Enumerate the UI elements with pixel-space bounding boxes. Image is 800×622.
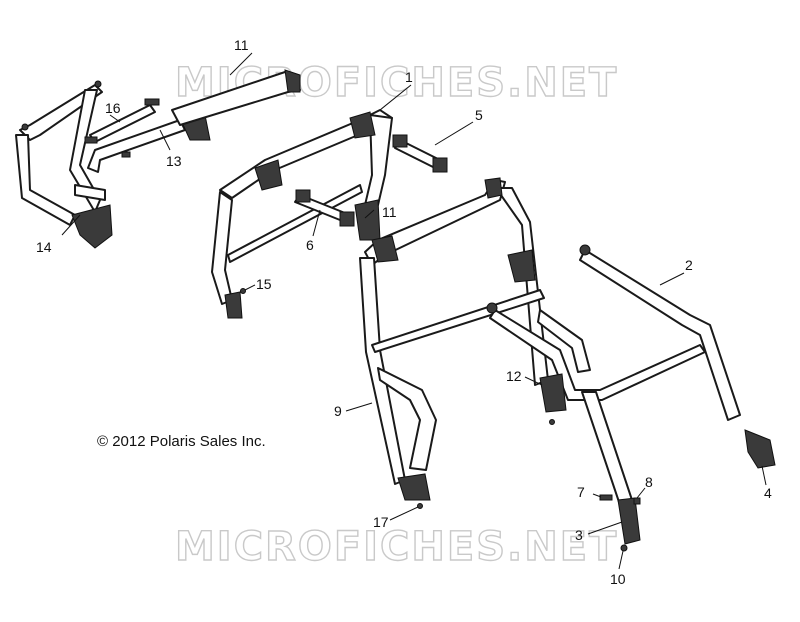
callout-9: 9 [334,403,342,419]
part-15-side-frame [15,80,113,249]
callout-6: 6 [306,237,314,253]
callout-12: 11 [234,37,249,53]
hardware [240,288,641,552]
callout-14: 15 [256,276,272,292]
callout-10: 10 [610,571,626,587]
part-3-leg [581,391,641,545]
callout-8: 8 [645,474,653,490]
callout-2: 2 [685,257,693,273]
callout-17: 16 [105,100,121,116]
copyright-notice: © 2012 Polaris Sales Inc. [97,433,266,450]
callout-1: 1 [405,69,413,85]
callout-15: 14 [36,239,52,255]
callouts: 11 1 5 2 16 13 14 6 11 12 9 15 17 3 7 8 … [36,37,772,587]
callout-4: 4 [764,485,772,501]
part-9-rear-cage [359,177,591,501]
part-12-top-tube [171,69,301,126]
callout-16: 17 [373,514,389,530]
part-11-lower-mount [539,373,567,413]
part-5-brace [392,134,448,173]
leader-lines [61,52,767,570]
part-4-foot-bracket [744,429,776,469]
callout-11-lower: 12 [506,368,522,384]
part-2-side-rail [486,244,741,421]
callout-3: 3 [575,527,583,543]
part-6-cross-brace [294,189,355,227]
callout-13: 13 [166,153,182,169]
part-1-front-cage [211,109,393,319]
callout-5: 5 [475,107,483,123]
part-13-rear-tube [87,114,211,173]
callout-7: 7 [577,484,585,500]
callout-11-upper: 11 [382,204,397,220]
part-17-bracket [84,98,160,144]
watermark-bottom: MICROFICHES.NET [175,524,618,570]
